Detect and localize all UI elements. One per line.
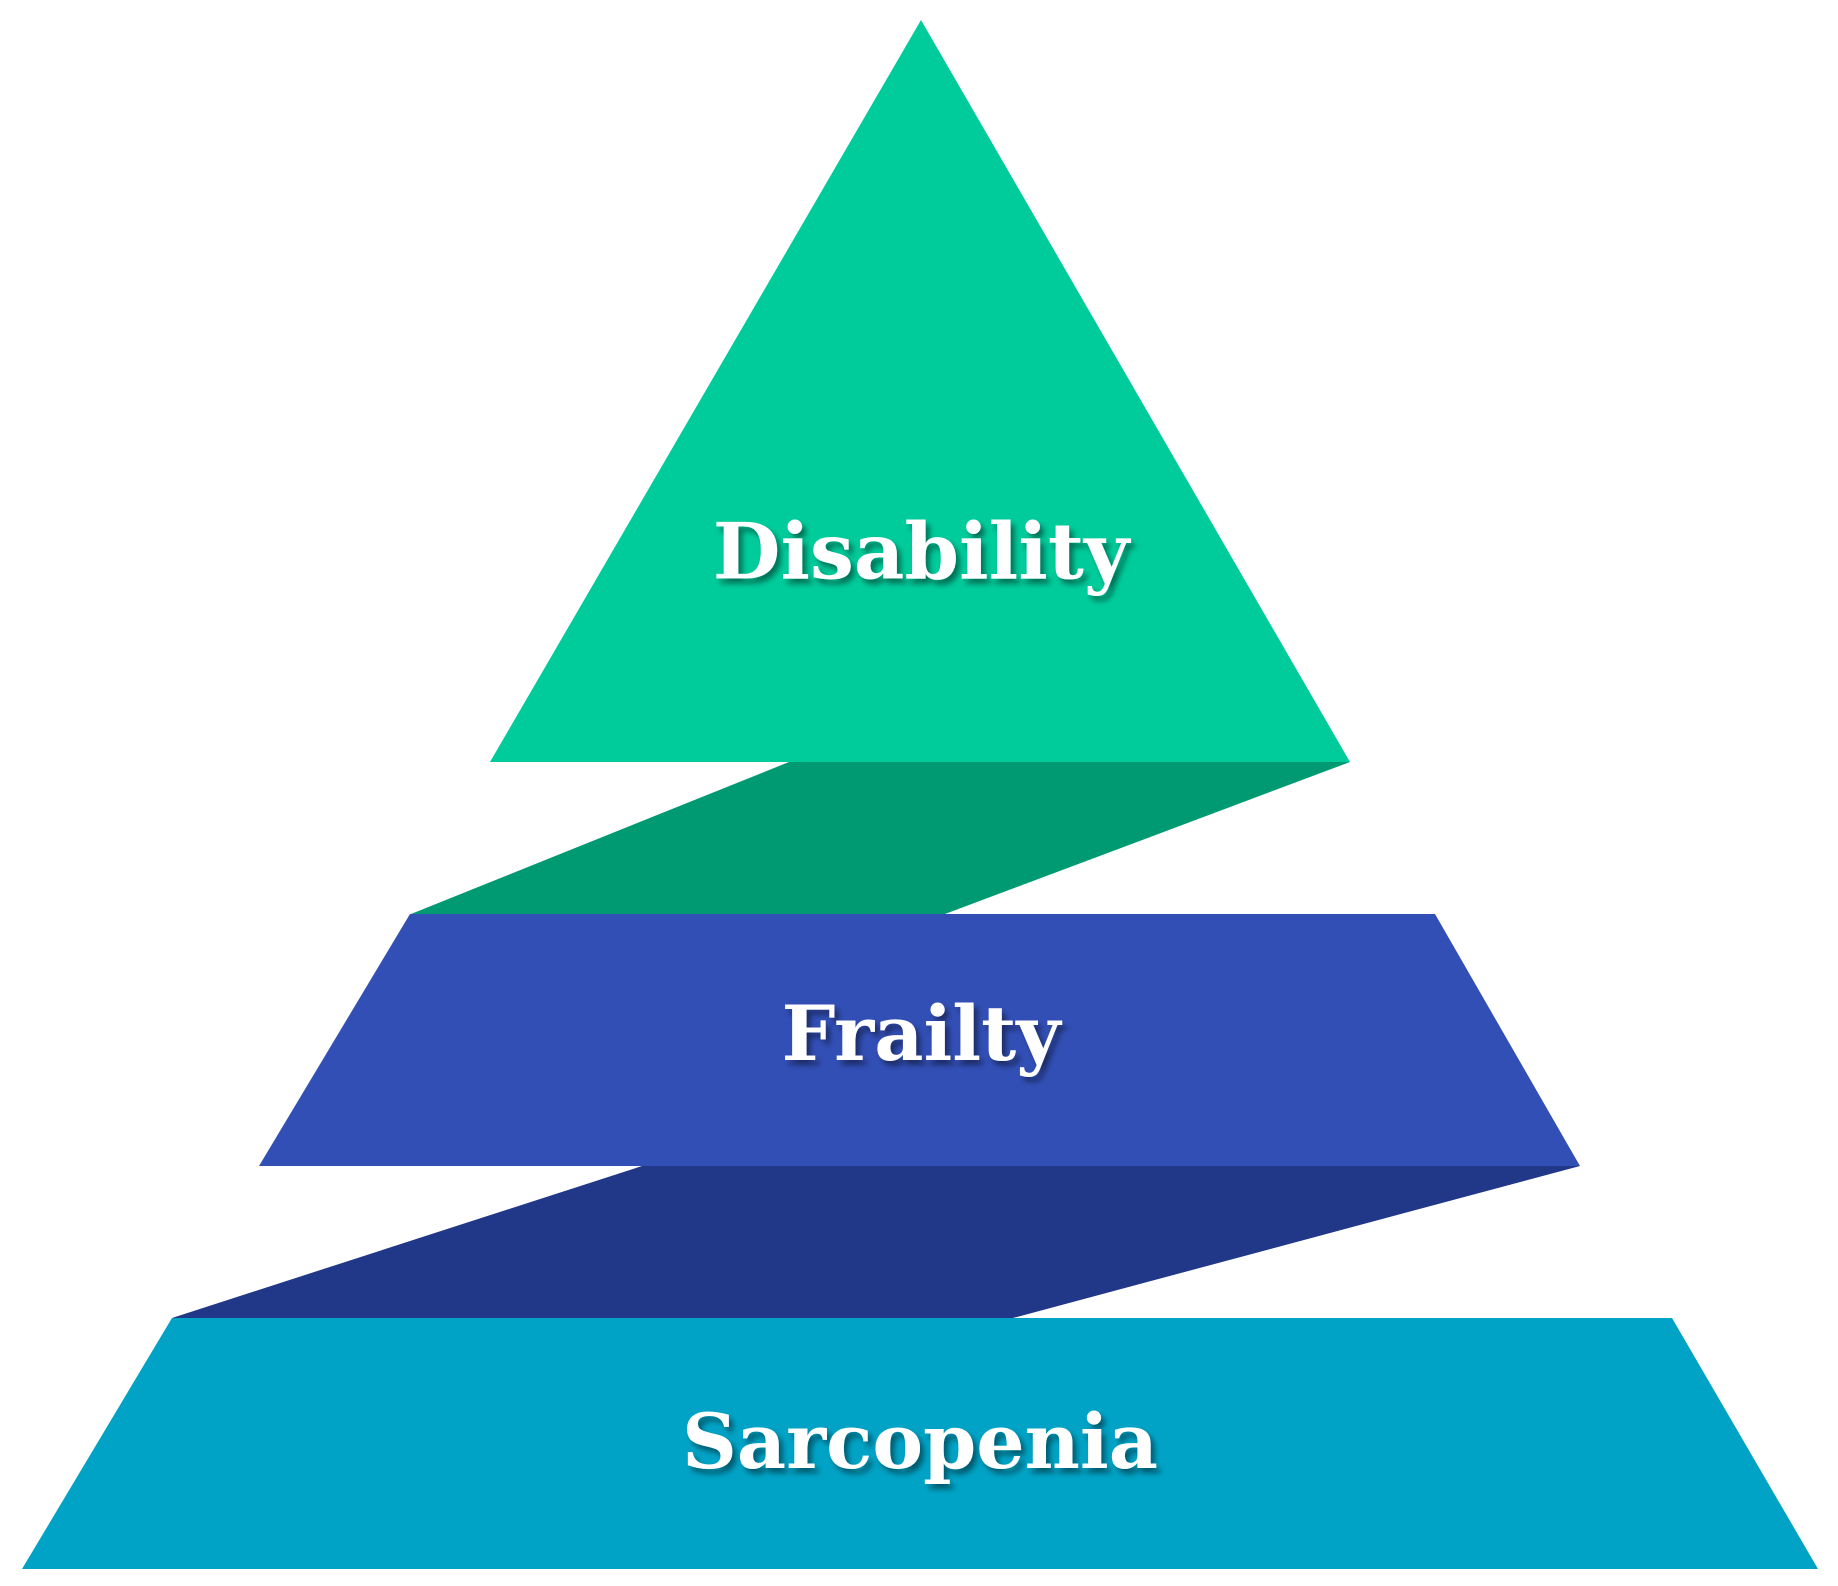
top-to-middle-fold [411, 762, 1350, 914]
disability-tier [490, 20, 1350, 762]
disability-label: Disability [713, 507, 1132, 598]
frailty-tier [259, 914, 1580, 1166]
middle-to-bottom-fold [172, 1166, 1580, 1318]
sarcopenia-tier [22, 1318, 1818, 1569]
sarcopenia-label: Sarcopenia [682, 1397, 1158, 1486]
frailty-label: Frailty [782, 989, 1063, 1078]
